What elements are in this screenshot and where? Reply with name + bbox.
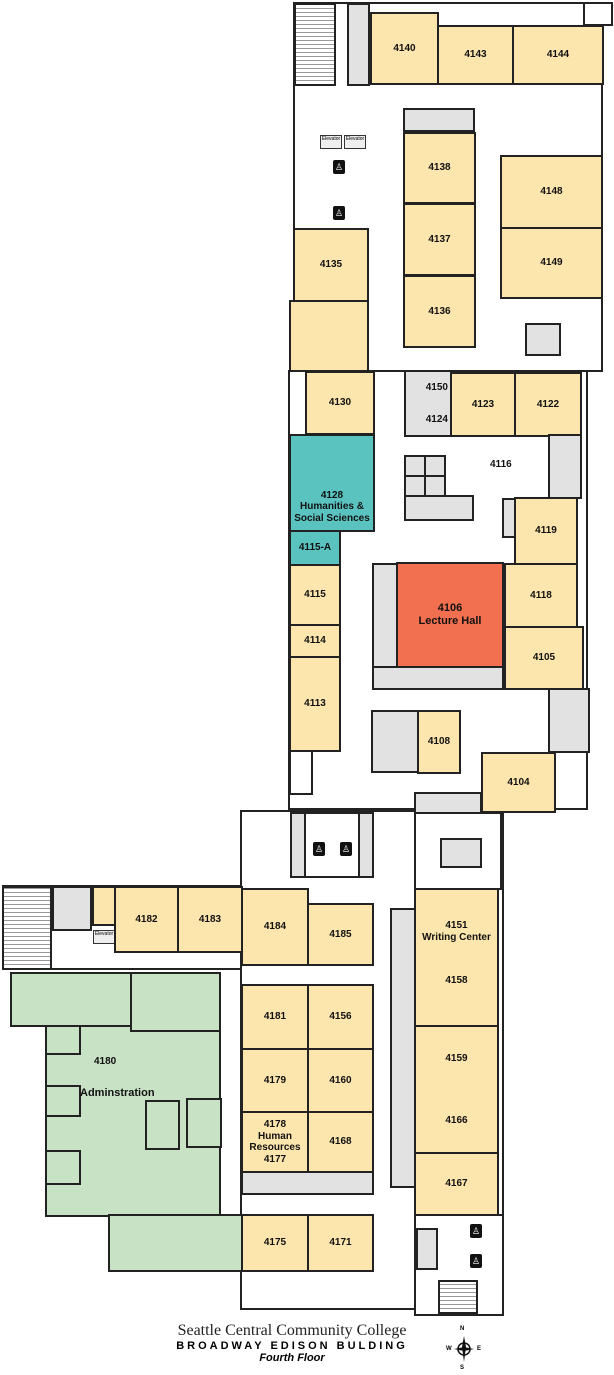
service-rooms <box>372 563 398 668</box>
room-4184: 4184 <box>241 888 309 966</box>
map-title: Seattle Central Community College BROADW… <box>0 1322 614 1364</box>
restroom-icon: ♙ <box>470 1224 482 1238</box>
compass-east: E <box>477 1346 482 1352</box>
admin-office <box>10 972 135 1027</box>
room-unlabeled <box>289 300 369 372</box>
room-4119: 4119 <box>514 497 578 565</box>
service-room <box>404 495 474 521</box>
room-4143: 4143 <box>437 25 514 85</box>
elevator: Elevator <box>93 930 115 944</box>
room-4180-name: Adminstration <box>80 1087 155 1099</box>
elevator <box>289 750 313 795</box>
room-4182: 4182 <box>114 886 179 953</box>
room-4144: 4144 <box>512 25 604 85</box>
stairwell <box>2 886 52 970</box>
room-4140: 4140 <box>370 12 439 85</box>
elevator <box>416 1228 438 1270</box>
room-unlabeled <box>92 886 116 926</box>
restroom-icon: ♙ <box>313 842 325 856</box>
stairwell <box>294 3 336 86</box>
service-room <box>347 3 370 86</box>
room-4185: 4185 <box>307 903 374 966</box>
compass-icon: N S W E <box>446 1326 482 1372</box>
compass-north: N <box>460 1326 465 1332</box>
admin-office <box>45 1085 81 1117</box>
room-4149: 4149 <box>500 227 603 299</box>
service-rooms <box>372 666 504 690</box>
admin-office <box>45 1025 81 1055</box>
admin-office <box>130 972 221 1032</box>
building-name: BROADWAY EDISON BULDING <box>176 1340 408 1352</box>
room-4105: 4105 <box>504 626 584 690</box>
service-room <box>290 812 306 878</box>
restroom-icon: ♙ <box>333 160 345 174</box>
compass-south: S <box>460 1365 465 1371</box>
room-4108: 4108 <box>417 710 461 774</box>
service-room <box>404 475 426 497</box>
room-4138: 4138 <box>403 132 476 204</box>
room-4135: 4135 <box>293 228 369 302</box>
room-4148: 4148 <box>500 155 603 229</box>
room-4160: 4160 <box>307 1048 374 1113</box>
room-4156: 4156 <box>307 984 374 1050</box>
room-4116: 4116 <box>490 459 512 470</box>
restroom-icon: ♙ <box>340 842 352 856</box>
elevator: Elevator <box>320 135 342 149</box>
room-4123: 4123 <box>450 372 516 437</box>
service-room <box>52 886 92 931</box>
room-4114: 4114 <box>289 624 341 658</box>
service-rooms <box>371 710 419 773</box>
college-name: Seattle Central Community College <box>177 1322 407 1339</box>
room-4137: 4137 <box>403 203 476 276</box>
restroom-icon: ♙ <box>333 206 345 220</box>
room-4113: 4113 <box>289 656 341 752</box>
room-4175: 4175 <box>241 1214 309 1272</box>
room-4130: 4130 <box>305 371 375 435</box>
room-4171: 4171 <box>307 1214 374 1272</box>
service-rooms <box>414 792 482 814</box>
room-4168: 4168 <box>307 1111 374 1173</box>
room-4167: 4167 <box>414 1152 499 1216</box>
service-room <box>548 688 590 753</box>
stair-landing <box>525 323 561 356</box>
closet <box>583 2 613 26</box>
restroom-icon: ♙ <box>470 1254 482 1268</box>
room-4115: 4115 <box>289 564 341 626</box>
room-4104: 4104 <box>481 752 556 813</box>
room-4181: 4181 <box>241 984 309 1050</box>
room-4179: 4179 <box>241 1048 309 1113</box>
room-4136: 4136 <box>403 275 476 348</box>
compass-west: W <box>446 1346 452 1352</box>
stairwell <box>438 1280 478 1314</box>
admin-office <box>108 1214 243 1272</box>
service-room <box>424 475 446 497</box>
room-4180: 4180 <box>94 1056 117 1067</box>
service-room <box>358 812 374 878</box>
elevator: Elevator <box>344 135 366 149</box>
service-rooms <box>241 1171 374 1195</box>
service-room <box>403 108 475 132</box>
room-4183: 4183 <box>177 886 243 953</box>
service-room <box>404 455 426 477</box>
floor-name: Fourth Floor <box>259 1352 325 1364</box>
admin-office <box>186 1098 222 1148</box>
room-4115-a: 4115-A <box>289 530 341 566</box>
admin-office <box>145 1100 180 1150</box>
service-room <box>424 455 446 477</box>
service-room <box>548 434 582 499</box>
service-rooms <box>390 908 416 1188</box>
stair-landing <box>440 838 482 868</box>
room-4118: 4118 <box>504 563 578 628</box>
admin-office <box>45 1150 81 1185</box>
room-4122: 4122 <box>514 372 582 437</box>
